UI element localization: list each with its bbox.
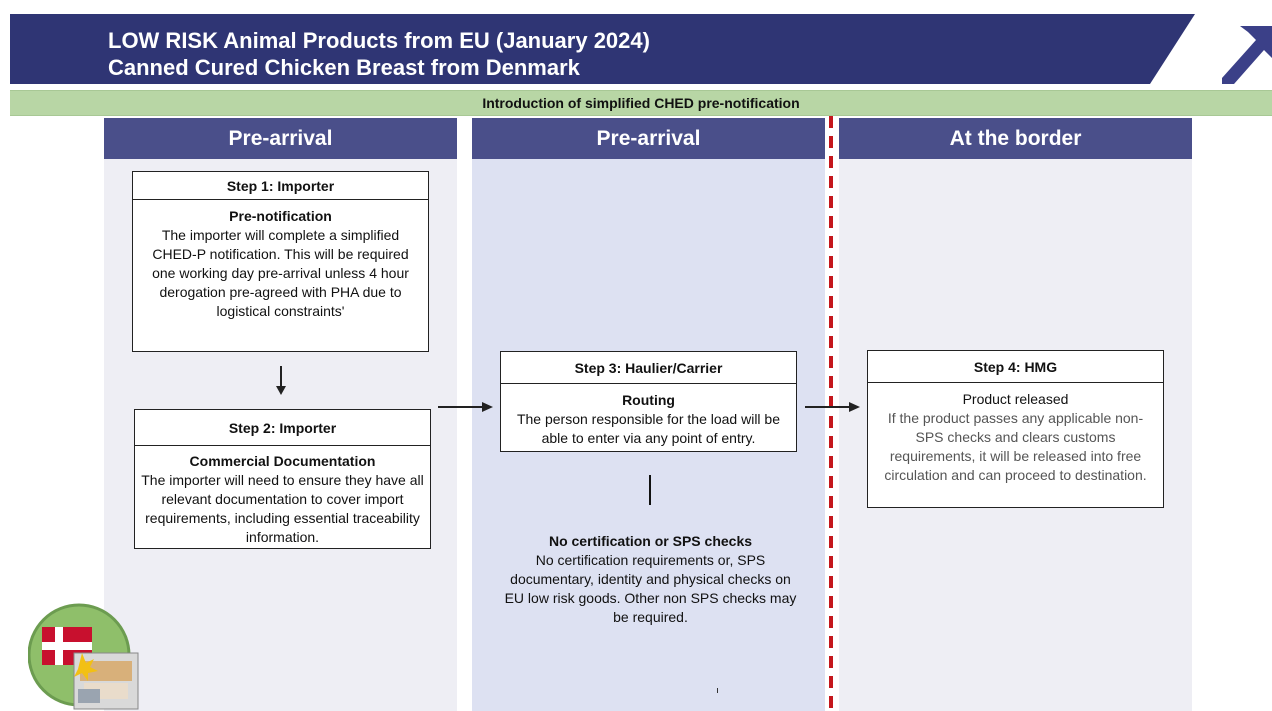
column-heading: Pre-arrival: [472, 118, 825, 159]
denmark-flag-icon: [27, 603, 140, 711]
step-2-title: Step 2: Importer: [135, 410, 430, 446]
step-4-body: Product released If the product passes a…: [868, 383, 1163, 485]
step-2-subtitle: Commercial Documentation: [189, 453, 376, 469]
canned-chicken-icon: [73, 652, 139, 710]
column-heading: Pre-arrival: [104, 118, 457, 159]
title-line-1: LOW RISK Animal Products from EU (Januar…: [108, 28, 650, 53]
step-1-title: Step 1: Importer: [133, 172, 428, 200]
banner: Introduction of simplified CHED pre-noti…: [10, 90, 1272, 116]
step-3-body: Routing The person responsible for the l…: [501, 384, 796, 448]
right-arrow-icon: [438, 402, 493, 412]
step-2-body: Commercial Documentation The importer wi…: [135, 446, 430, 547]
column-heading: At the border: [839, 118, 1192, 159]
down-arrow-icon: [276, 366, 286, 395]
right-arrow-icon: [805, 402, 860, 412]
step-1-box: Step 1: Importer Pre-notification The im…: [132, 171, 429, 352]
step-1-text: The importer will complete a simplified …: [152, 227, 409, 319]
arrow-logo-icon: [1222, 22, 1272, 84]
banner-text: Introduction of simplified CHED pre-noti…: [482, 95, 800, 111]
page-title: LOW RISK Animal Products from EU (Januar…: [108, 27, 650, 81]
header-bar: [10, 14, 1215, 84]
step-4-box: Step 4: HMG Product released If the prod…: [867, 350, 1164, 508]
connector-line: [649, 475, 651, 505]
no-checks-title: No certification or SPS checks: [548, 533, 753, 549]
no-checks-note: No certification or SPS checks No certif…: [502, 532, 799, 627]
step-2-text: The importer will need to ensure they ha…: [141, 472, 424, 545]
step-3-subtitle: Routing: [622, 392, 675, 408]
tick-mark: [717, 688, 718, 693]
title-line-2: Canned Cured Chicken Breast from Denmark: [108, 55, 580, 80]
step-3-title: Step 3: Haulier/Carrier: [501, 352, 796, 384]
no-checks-text: No certification requirements or, SPS do…: [504, 552, 797, 625]
step-3-box: Step 3: Haulier/Carrier Routing The pers…: [500, 351, 797, 452]
step-4-title: Step 4: HMG: [868, 351, 1163, 383]
step-3-text: The person responsible for the load will…: [516, 411, 781, 446]
step-1-subtitle: Pre-notification: [229, 208, 332, 224]
border-divider-line: [829, 116, 833, 711]
step-2-box: Step 2: Importer Commercial Documentatio…: [134, 409, 431, 549]
step-1-body: Pre-notification The importer will compl…: [133, 200, 428, 321]
step-4-text: If the product passes any applicable non…: [884, 410, 1147, 483]
step-4-subtitle: Product released: [962, 391, 1069, 407]
